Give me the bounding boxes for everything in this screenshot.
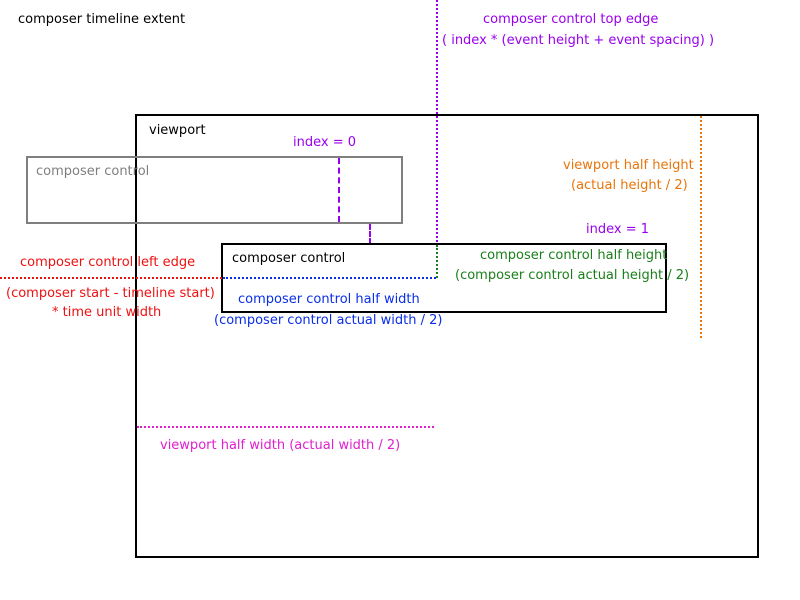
control-half-width-line <box>223 277 436 279</box>
viewport-label: viewport <box>149 123 206 138</box>
top-edge-title: composer control top edge <box>483 12 659 27</box>
viewport-half-height-title: viewport half height <box>563 158 694 173</box>
left-edge-guide-line <box>0 277 222 279</box>
viewport-half-width-line <box>137 426 434 428</box>
ghost-composer-control-label: composer control <box>36 164 150 179</box>
index-0-height-line <box>338 158 340 222</box>
left-edge-formula-line1: (composer start - timeline start) <box>6 286 215 301</box>
index-1-label: index = 1 <box>586 222 649 237</box>
viewport-box <box>135 114 759 558</box>
top-edge-formula: ( index * (event height + event spacing)… <box>442 33 715 48</box>
viewport-half-height-line <box>700 116 702 338</box>
control-half-height-formula: (composer control actual height / 2) <box>455 268 690 283</box>
active-composer-control-label: composer control <box>232 251 346 266</box>
event-spacing-line <box>369 224 371 244</box>
left-edge-title: composer control left edge <box>20 255 196 270</box>
control-half-width-title: composer control half width <box>238 292 420 307</box>
timeline-extent-label: composer timeline extent <box>18 12 186 27</box>
active-composer-control-box <box>221 243 667 313</box>
index-0-label: index = 0 <box>293 135 356 150</box>
top-edge-guide-line <box>436 0 438 246</box>
control-half-width-formula: (composer control actual width / 2) <box>214 313 443 328</box>
viewport-half-height-formula: (actual height / 2) <box>571 178 688 193</box>
viewport-half-width-label: viewport half width (actual width / 2) <box>160 438 401 453</box>
control-half-height-title: composer control half height <box>480 248 668 263</box>
ghost-composer-control-box <box>26 156 403 224</box>
control-half-height-line <box>436 245 438 278</box>
left-edge-formula-line2: * time unit width <box>52 305 162 320</box>
